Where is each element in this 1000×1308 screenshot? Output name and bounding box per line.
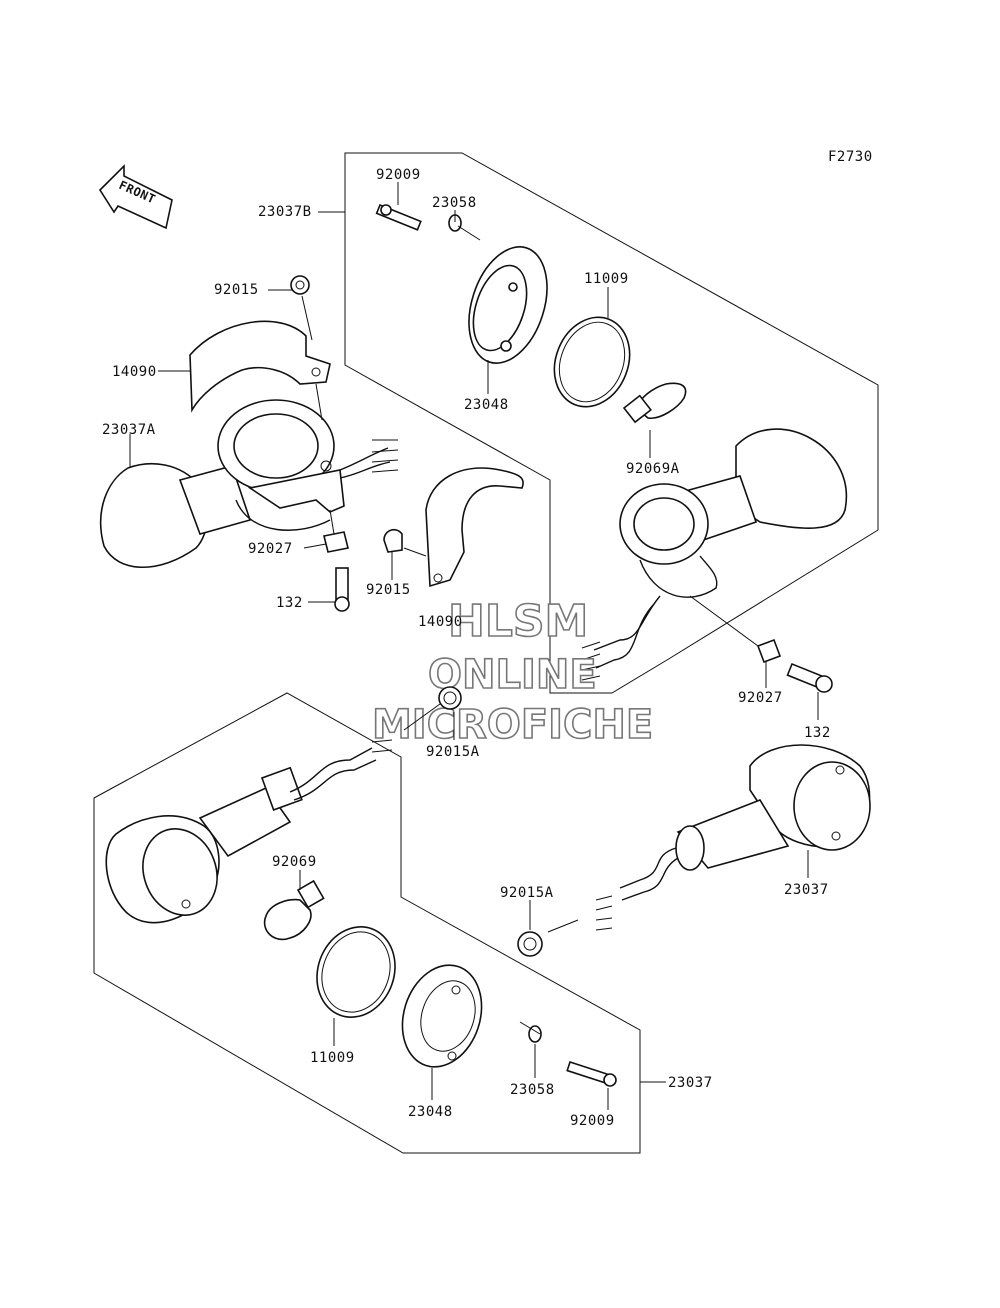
label-23037B: 23037B xyxy=(258,204,312,220)
label-23048-top: 23048 xyxy=(464,397,509,413)
collar-92027-right xyxy=(756,638,782,664)
washer-23058-low xyxy=(528,1025,542,1043)
turn-signal-23037B xyxy=(581,428,848,681)
label-92015A-mid: 92015A xyxy=(426,744,480,760)
label-92069: 92069 xyxy=(272,854,317,870)
bulb-92069 xyxy=(263,879,325,941)
rim-23048-top xyxy=(468,246,548,364)
nut-92015A-low xyxy=(517,931,543,957)
label-11009-low: 11009 xyxy=(310,1050,355,1066)
label-92027-left: 92027 xyxy=(248,541,293,557)
gasket-11009-low xyxy=(316,926,396,1018)
label-23037-low: 23037 xyxy=(668,1075,713,1091)
label-23048-low: 23048 xyxy=(408,1104,453,1120)
rim-23048-low xyxy=(401,964,483,1068)
label-92027-right: 92027 xyxy=(738,690,783,706)
label-23058-low: 23058 xyxy=(510,1082,555,1098)
label-14090-left: 14090 xyxy=(112,364,157,380)
svg-text:MICROFICHE: MICROFICHE xyxy=(372,702,653,748)
bolt-132-left xyxy=(334,567,350,612)
bolt-132-right xyxy=(786,662,833,693)
label-23037-right: 23037 xyxy=(784,882,829,898)
cover-14090-left xyxy=(189,320,331,413)
label-92069A: 92069A xyxy=(626,461,680,477)
label-92009-top: 92009 xyxy=(376,167,421,183)
label-92015A-low: 92015A xyxy=(500,885,554,901)
turn-signal-23037-low xyxy=(105,739,393,924)
label-23037A: 23037A xyxy=(102,422,156,438)
assembly-outline-23037B xyxy=(344,152,879,694)
nut-92015A-mid xyxy=(438,686,462,710)
watermark: HLSM ONLINE MICROFICHE xyxy=(371,595,654,749)
nut-92015-mid xyxy=(383,528,403,553)
label-14090-mid: 14090 xyxy=(418,614,463,630)
figure-code: F2730 xyxy=(828,149,873,165)
turn-signal-23037A xyxy=(99,399,399,568)
assembly-outline-23037-low xyxy=(93,692,641,1154)
label-23058-top: 23058 xyxy=(432,195,477,211)
label-132-left: 132 xyxy=(276,595,303,611)
collar-92027-left xyxy=(323,531,349,553)
cover-14090-mid xyxy=(425,467,524,588)
front-arrow-icon: FRONT xyxy=(98,164,173,230)
nut-92015-top xyxy=(290,275,310,295)
turn-signal-23037-right xyxy=(595,744,871,931)
leader-lines xyxy=(129,182,819,1110)
label-11009-top: 11009 xyxy=(584,271,629,287)
screw-92009-low xyxy=(566,1060,617,1087)
gasket-11009-top xyxy=(553,316,631,408)
label-92015-mid: 92015 xyxy=(366,582,411,598)
label-132-right: 132 xyxy=(804,725,831,741)
bulb-92069A xyxy=(622,382,687,424)
label-92009-low: 92009 xyxy=(570,1113,615,1129)
svg-text:HLSM: HLSM xyxy=(448,596,588,647)
screw-92009-top xyxy=(375,203,422,231)
label-92015-top: 92015 xyxy=(214,282,259,298)
